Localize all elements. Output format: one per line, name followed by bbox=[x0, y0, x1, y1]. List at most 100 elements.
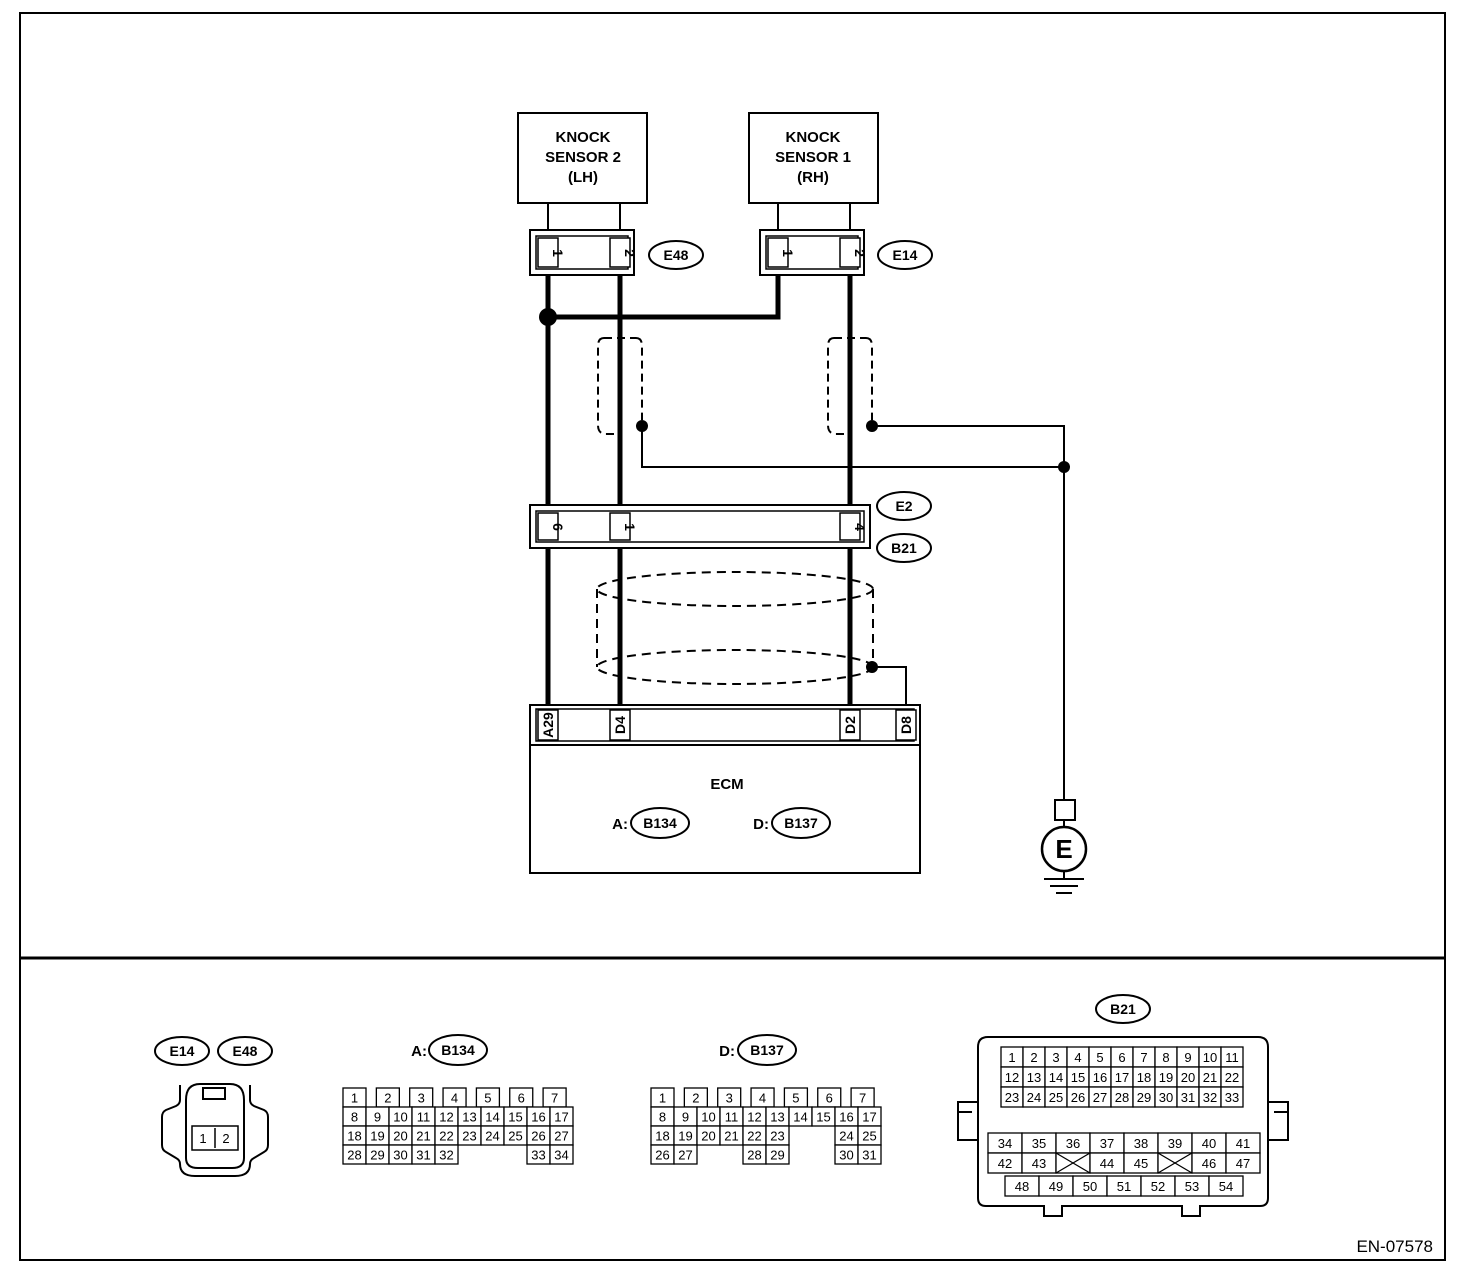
e14-code: E14 bbox=[893, 247, 918, 263]
b134-pin-label: 11 bbox=[417, 1110, 431, 1125]
b21-pin-label: 15 bbox=[1071, 1070, 1085, 1085]
b134-pin-label: 31 bbox=[416, 1148, 430, 1163]
b137-pin-label: 24 bbox=[839, 1129, 853, 1144]
drain-dot-3 bbox=[1058, 461, 1070, 473]
ks1-label-1: KNOCK bbox=[786, 129, 841, 146]
b134-pin-label: 34 bbox=[554, 1148, 568, 1163]
b21-pin-label: 33 bbox=[1225, 1090, 1239, 1105]
ground-symbol: E bbox=[1040, 799, 1088, 894]
b21-pin-label: 20 bbox=[1181, 1070, 1195, 1085]
b21-pin-label: 51 bbox=[1117, 1179, 1131, 1194]
shield-drain-wires bbox=[641, 425, 1065, 800]
b137-pin-label: 29 bbox=[770, 1148, 784, 1163]
b134-pin-label: 6 bbox=[518, 1091, 525, 1106]
b21-pin-label: 3 bbox=[1052, 1050, 1059, 1065]
b21-pin-label: 37 bbox=[1100, 1136, 1114, 1151]
b21-pin-label: 14 bbox=[1049, 1070, 1063, 1085]
b137-pin-label: 25 bbox=[862, 1129, 876, 1144]
b134-pin-label: 21 bbox=[416, 1129, 430, 1144]
signal-wires bbox=[545, 275, 853, 705]
b21-pin-label: 4 bbox=[1074, 1050, 1081, 1065]
b21-pin-label: 10 bbox=[1203, 1050, 1217, 1065]
ecm-pin-a29: A29 bbox=[540, 712, 556, 738]
b21-pin-label: 23 bbox=[1005, 1090, 1019, 1105]
b137-pin-label: 18 bbox=[655, 1129, 669, 1144]
ecm-a-prefix: A: bbox=[612, 816, 628, 833]
b134-pin-label: 18 bbox=[347, 1129, 361, 1144]
b21-pin-label: 22 bbox=[1225, 1070, 1239, 1085]
b134-pin-label: 23 bbox=[462, 1129, 476, 1144]
b137-pin-label: 11 bbox=[725, 1110, 739, 1125]
b21-pin-label: 19 bbox=[1159, 1070, 1173, 1085]
b134-prefix: A: bbox=[411, 1043, 427, 1060]
b134-pin-label: 19 bbox=[370, 1129, 384, 1144]
knock-sensor-1-box: KNOCK SENSOR 1 (RH) bbox=[748, 112, 879, 204]
b134-pin-label: 2 bbox=[384, 1091, 391, 1106]
b134-pin-label: 28 bbox=[347, 1148, 361, 1163]
b134-pin-label: 32 bbox=[439, 1148, 453, 1163]
b137-pin-label: 8 bbox=[659, 1110, 666, 1125]
b21-pin-label: 28 bbox=[1115, 1090, 1129, 1105]
b134-pin-label: 10 bbox=[393, 1110, 407, 1125]
b21-pin-label: 16 bbox=[1093, 1070, 1107, 1085]
b21-cell bbox=[1220, 1086, 1244, 1108]
small-pin-2: 2 bbox=[222, 1131, 229, 1146]
b134-pin-label: 25 bbox=[508, 1129, 522, 1144]
b21-pin-label: 18 bbox=[1137, 1070, 1151, 1085]
b21-pin-label: 25 bbox=[1049, 1090, 1063, 1105]
ecm-a-code: B134 bbox=[643, 815, 677, 831]
b21-pin-label: 39 bbox=[1168, 1136, 1182, 1151]
b134-pin-label: 12 bbox=[439, 1110, 453, 1125]
drain-dot-2 bbox=[866, 420, 878, 432]
b21-pin-label: 32 bbox=[1203, 1090, 1217, 1105]
e14-code-badge: E14 bbox=[877, 240, 933, 270]
b137-pin-label: 21 bbox=[724, 1129, 738, 1144]
b21-pin-label: 35 bbox=[1032, 1136, 1046, 1151]
b21-pin-label: 26 bbox=[1071, 1090, 1085, 1105]
figure-id: EN-07578 bbox=[1356, 1237, 1433, 1256]
b21-pin-label: 49 bbox=[1049, 1179, 1063, 1194]
b137-pin-label: 17 bbox=[862, 1110, 876, 1125]
b21-pin-1: 1 bbox=[622, 523, 638, 531]
ks1-label-3: (RH) bbox=[797, 169, 829, 186]
e2-code-badge: E2 bbox=[876, 491, 932, 521]
b134-pin-label: 9 bbox=[374, 1110, 381, 1125]
b137-pin-label: 27 bbox=[678, 1148, 692, 1163]
b137-pin-label: 26 bbox=[655, 1148, 669, 1163]
b134-pin-label: 17 bbox=[554, 1110, 568, 1125]
b21-pin-label: 8 bbox=[1162, 1050, 1169, 1065]
b137-pin-label: 13 bbox=[770, 1110, 784, 1125]
b21-pin-label: 34 bbox=[998, 1136, 1012, 1151]
b134-pin-label: 1 bbox=[351, 1091, 358, 1106]
b134-pin-label: 13 bbox=[462, 1110, 476, 1125]
e48-pin-1: 1 bbox=[550, 249, 566, 257]
b137-pin-label: 23 bbox=[770, 1129, 784, 1144]
b21-blank-mark bbox=[1157, 1152, 1193, 1174]
b134-pin-label: 7 bbox=[551, 1091, 558, 1106]
b21-view-code: B21 bbox=[1110, 1001, 1136, 1017]
b21-pin-label: 46 bbox=[1202, 1156, 1216, 1171]
b137-cell bbox=[857, 1144, 882, 1165]
b137-cell bbox=[765, 1144, 790, 1165]
b21-pin-label: 1 bbox=[1008, 1050, 1015, 1065]
b134-pin-label: 5 bbox=[484, 1091, 491, 1106]
b21-code-badge: B21 bbox=[876, 533, 932, 563]
b137-pin-label: 16 bbox=[839, 1110, 853, 1125]
b21-pin-label: 24 bbox=[1027, 1090, 1041, 1105]
b21-pin-label: 48 bbox=[1015, 1179, 1029, 1194]
b134-cell bbox=[434, 1144, 459, 1165]
b137-prefix: D: bbox=[719, 1043, 735, 1060]
b21-pin-label: 5 bbox=[1096, 1050, 1103, 1065]
b134-pin-label: 30 bbox=[393, 1148, 407, 1163]
b137-pin-label: 4 bbox=[759, 1091, 766, 1106]
b21-pin-label: 50 bbox=[1083, 1179, 1097, 1194]
connector-e2-b21: 6 1 4 bbox=[529, 504, 871, 549]
b137-pin-label: 1 bbox=[659, 1091, 666, 1106]
knock-sensor-2-box: KNOCK SENSOR 2 (LH) bbox=[517, 112, 648, 204]
ks2-label-2: SENSOR 2 bbox=[545, 149, 621, 166]
